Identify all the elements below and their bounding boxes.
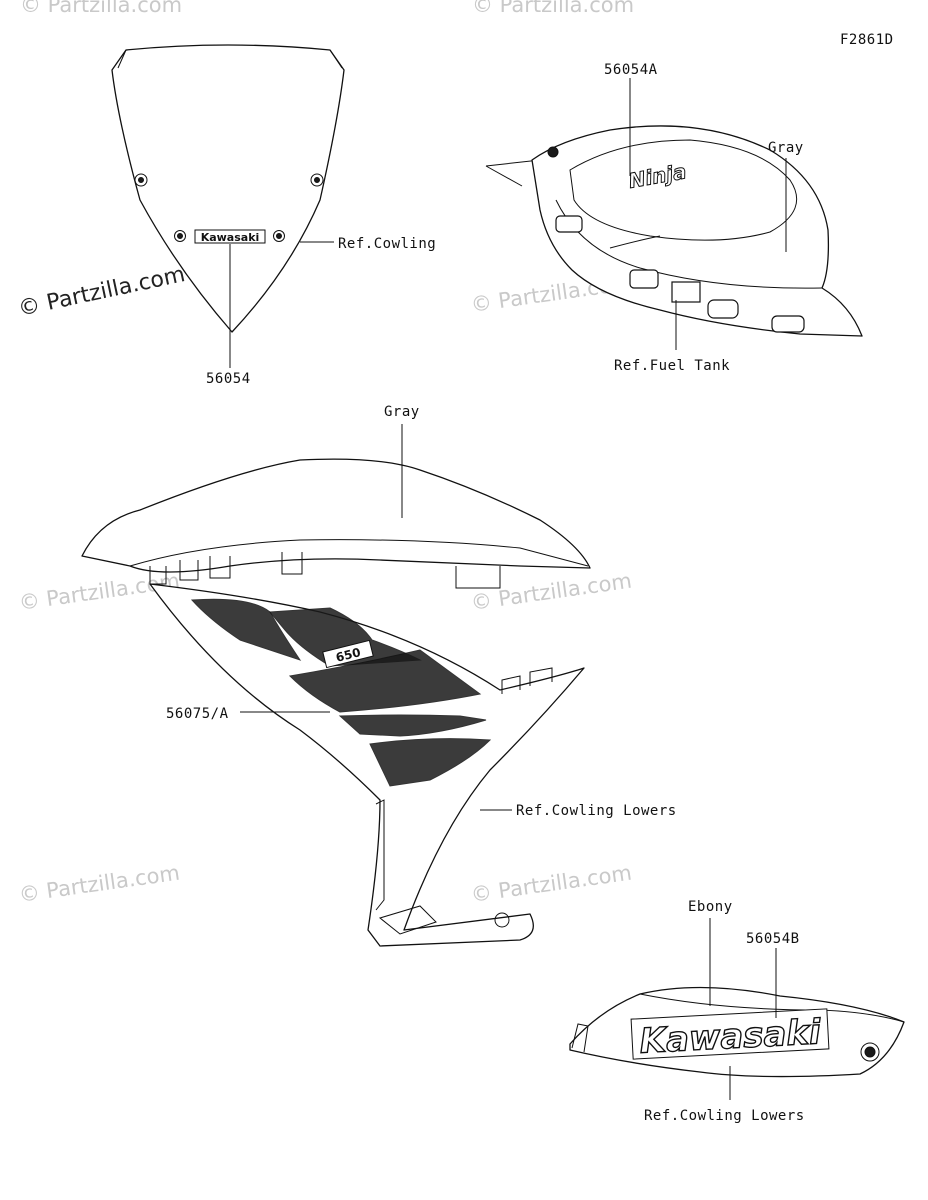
windshield-diagram: Kawasaki 56054 Ref.Cowling	[111, 44, 436, 387]
fuel-tank-vent	[629, 269, 659, 289]
belly-cowling-decal	[630, 1008, 830, 1060]
lower-cowling-decal-stripe	[369, 738, 492, 787]
fuel-tank-vent	[771, 315, 805, 333]
belly-cowling-mount-hole	[860, 1042, 880, 1062]
lower-belly-cowling-diagram: Kawasaki Ebony 56054B Ref.Cowling Lowers	[569, 899, 905, 1124]
side-cowling-diagram: Gray 650 56075/A Ref.Cowling Lowers	[81, 404, 677, 947]
callout-windshield-part: 56054	[206, 371, 251, 387]
callout-cowl-part: 56075/A	[166, 706, 229, 722]
fuel-tank-diagram: Ninja 56054A Gray Ref.Fuel Tank	[485, 62, 863, 374]
windshield-decal-logo: Kawasaki	[201, 231, 260, 244]
lower-cowling-decal-stripe	[338, 714, 487, 737]
fuel-tank-vent	[707, 299, 739, 319]
windshield-edge	[117, 49, 343, 69]
lower-cowling-decal-stripe	[288, 649, 482, 713]
windshield-mount-hole	[134, 173, 148, 187]
upper-cowling-outline	[81, 458, 591, 573]
watermark: © Partzilla.com	[472, 0, 634, 17]
fuel-tank-seam	[609, 235, 661, 249]
fuel-tank-panel	[569, 139, 798, 241]
watermark: © Partzilla.com	[469, 861, 633, 907]
callout-cowl-color: Gray	[384, 404, 420, 420]
lower-cowling-650-logo: 650	[334, 645, 362, 665]
callout-tank-ref: Ref.Fuel Tank	[614, 358, 730, 374]
callout-lower-part: 56054B	[746, 931, 800, 947]
callout-lower-ref: Ref.Cowling Lowers	[644, 1108, 805, 1124]
lower-cowling-decal-stripe	[190, 598, 302, 661]
windshield-mount-hole	[314, 177, 320, 183]
watermark-primary: © Partzilla.com	[16, 262, 187, 322]
windshield-mount-hole	[177, 233, 183, 239]
watermark: © Partzilla.com	[20, 0, 182, 17]
figure-code: F2861D	[840, 32, 894, 48]
lower-cowling-decal-stripe	[268, 607, 422, 667]
callout-windshield-ref: Ref.Cowling	[338, 236, 436, 252]
windshield-decal	[194, 229, 266, 244]
belly-cowling-tab	[571, 1023, 589, 1053]
watermark: © Partzilla.com	[469, 569, 633, 615]
windshield-mount-hole	[174, 230, 186, 242]
lower-cowling-tabs	[375, 667, 553, 935]
callout-tank-part: 56054A	[604, 62, 658, 78]
fuel-tank-bracket	[485, 159, 541, 187]
windshield-outline	[111, 44, 345, 333]
lower-cowling-outline	[149, 583, 585, 947]
fuel-tank-vent	[555, 215, 583, 233]
windshield-mount-hole	[138, 177, 144, 183]
lower-cowling-650-badge	[322, 639, 374, 669]
windshield-mount-hole	[273, 230, 285, 242]
callout-lower-color: Ebony	[688, 899, 733, 915]
fuel-tank-bolt	[547, 146, 559, 158]
fuel-tank-vent	[671, 281, 701, 303]
watermark: © Partzilla.com	[17, 861, 181, 907]
callout-cowl-ref: Ref.Cowling Lowers	[516, 803, 677, 819]
windshield-mount-hole	[310, 173, 324, 187]
upper-cowling-trim	[129, 539, 589, 567]
lower-cowling-mount-hole	[494, 912, 510, 928]
callout-tank-color: Gray	[768, 140, 804, 156]
upper-cowling-mounts	[149, 552, 501, 589]
windshield-mount-hole	[276, 233, 282, 239]
belly-cowling-decal-logo: Kawasaki	[639, 1012, 823, 1061]
belly-cowling-mount-hole	[864, 1046, 876, 1058]
